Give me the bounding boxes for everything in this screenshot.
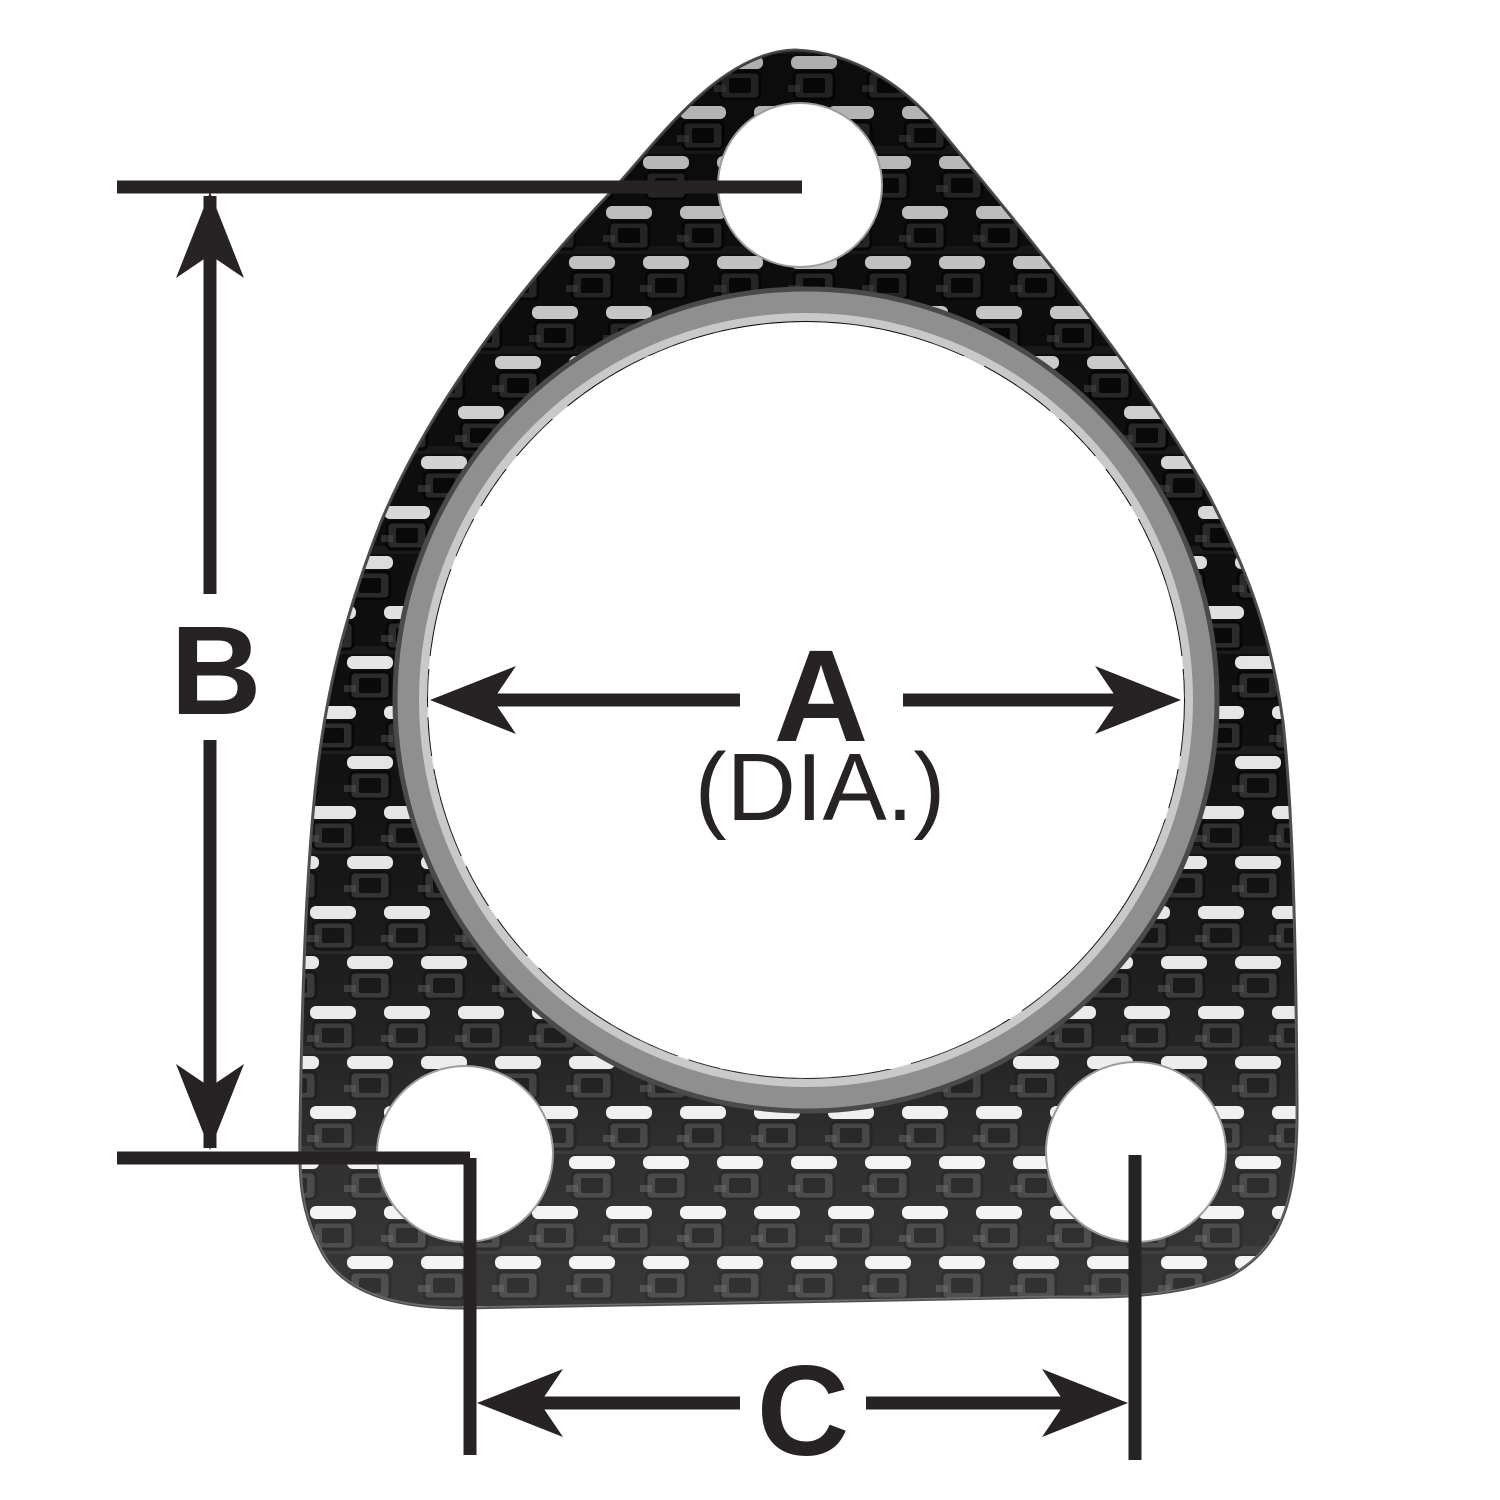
label-a-diameter-note: (DIA.) (695, 734, 946, 841)
label-b: B (171, 600, 262, 741)
label-a: A (774, 622, 869, 769)
dimension-lines (117, 180, 1142, 1460)
dimension-labels: B A (DIA.) C (171, 600, 946, 1483)
center-hole (428, 322, 1184, 1078)
ring-outer-rim (392, 286, 1220, 1114)
ring-inner-highlight (419, 313, 1193, 1087)
label-c: C (757, 1340, 849, 1483)
ring-band (393, 287, 1219, 1113)
center-bore-ring (392, 286, 1220, 1114)
